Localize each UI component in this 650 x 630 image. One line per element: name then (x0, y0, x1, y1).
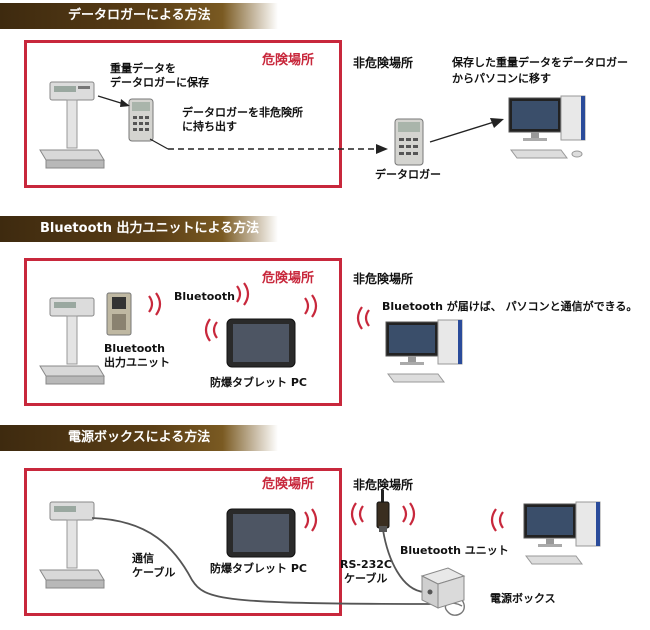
section1-carry-note-line1: データロガーを非危険所 (182, 106, 303, 119)
section2-safe-label: 非危険場所 (353, 272, 414, 286)
section3-weighing-scale (39, 501, 105, 589)
section1-data-logger-in-danger (128, 98, 154, 142)
section1-title: データロガーによる方法 (68, 8, 211, 23)
section2-signal-pc-left (356, 306, 370, 330)
section3-signal-unit-left (350, 502, 364, 526)
section2-unit-label-line2: 出力ユニット (104, 356, 170, 369)
section3-danger-zone (24, 468, 342, 616)
section2-title: Bluetooth 出力ユニットによる方法 (40, 221, 260, 236)
section3-power-box-label: 電源ボックス (490, 592, 556, 605)
section2-danger-zone (24, 258, 342, 406)
section3-power-box (420, 567, 466, 609)
section2-tablet-pc (226, 318, 296, 368)
section1-danger-zone (24, 40, 342, 188)
section3-bt-unit-label: Bluetooth ユニット (400, 544, 509, 557)
section3-tablet-pc (226, 508, 296, 558)
section2-signal-unit-right (148, 292, 162, 316)
section3-title-band: 電源ボックスによる方法 (0, 425, 278, 451)
section3-cable-label-line1: 通信 (132, 552, 154, 565)
section1-transfer-note-line1: 保存した重量データをデータロガー (452, 56, 628, 69)
section3-signal-unit-right (402, 502, 416, 526)
section1-safe-label: 非危険場所 (353, 56, 414, 70)
section2-signal-tablet-right (304, 294, 318, 318)
section2-bluetooth-output-unit (106, 292, 132, 336)
section1-danger-label: 危険場所 (262, 53, 315, 68)
section1-save-arrow (97, 95, 130, 107)
section3-rs232c-label-line2: ケーブル (344, 572, 388, 585)
section3-title: 電源ボックスによる方法 (68, 430, 211, 445)
section2-bluetooth-label: Bluetooth (174, 290, 235, 303)
section3-signal-tablet-right (304, 508, 318, 532)
section3-desktop-pc (523, 501, 601, 565)
section1-data-logger-safe (394, 118, 424, 166)
section2-signal-tablet-left (204, 318, 218, 342)
section1-title-band: データロガーによる方法 (0, 3, 278, 29)
section3-danger-label: 危険場所 (262, 477, 315, 492)
section2-title-band: Bluetooth 出力ユニットによる方法 (0, 216, 278, 242)
section2-desktop-pc (385, 319, 463, 383)
section1-transfer-note-line2: からパソコンに移す (452, 72, 551, 85)
section3-bluetooth-unit (376, 490, 390, 532)
section1-save-note-line2: データロガーに保存 (110, 76, 209, 89)
section1-carry-note-line2: に持ち出す (182, 120, 237, 133)
section3-safe-label: 非危険場所 (353, 478, 414, 492)
section2-unit-label-line1: Bluetooth (104, 342, 165, 355)
section1-transfer-arrow (429, 118, 504, 143)
section1-desktop-pc (508, 95, 586, 159)
section2-danger-label: 危険場所 (262, 271, 315, 286)
section1-save-note-line1: 重量データを (110, 62, 176, 75)
section3-signal-pc-left (490, 508, 504, 532)
section2-signal-mid (236, 282, 250, 306)
section3-rs232c-label-line1: RS-232C (340, 558, 392, 571)
section2-reach-note: Bluetooth が届けば、 パソコンと通信ができる。 (382, 300, 638, 313)
section2-tablet-label: 防爆タブレット PC (210, 376, 307, 389)
section1-weighing-scale (39, 81, 105, 169)
section1-device-label: データロガー (375, 168, 441, 181)
section3-cable-label-line2: ケーブル (132, 566, 176, 579)
section1-carry-dashed-arrow (149, 138, 388, 154)
section3-tablet-label: 防爆タブレット PC (210, 562, 307, 575)
section2-weighing-scale (39, 297, 105, 385)
